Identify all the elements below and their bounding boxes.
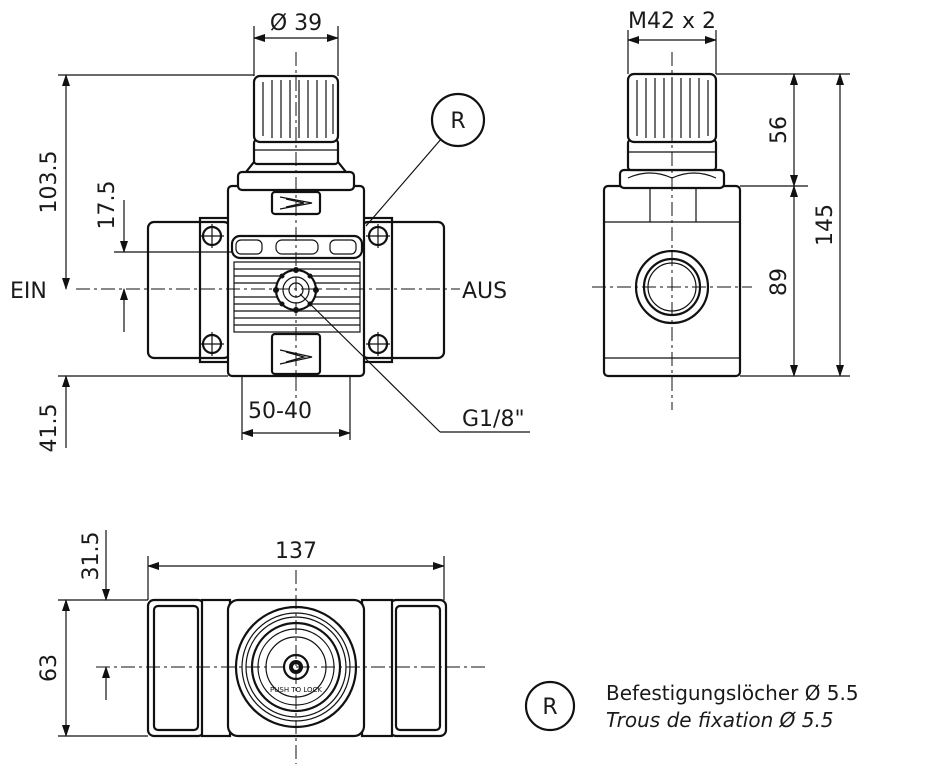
dim-thread: M42 x 2 xyxy=(628,9,716,34)
legend: R Befestigungslöcher Ø 5.5 Trous de fixa… xyxy=(524,680,859,732)
label-outlet: AUS xyxy=(462,279,507,304)
dim-knob-height: 56 xyxy=(767,116,792,144)
dim-knob-diameter: Ø 39 xyxy=(270,11,322,36)
dim-gauge-width: 50-40 xyxy=(248,399,312,424)
front-view: Ø 39 103.5 17.5 41.5 50-40 EIN AUS G1/8"… xyxy=(10,11,530,452)
label-gauge-port: G1/8" xyxy=(462,407,525,432)
dim-total-height: 145 xyxy=(813,204,838,246)
legend-line-german: Befestigungslöcher Ø 5.5 xyxy=(606,681,859,705)
legend-line-french: Trous de fixation Ø 5.5 xyxy=(606,708,834,732)
legend-marker-circle xyxy=(524,680,576,732)
dim-width: 63 xyxy=(37,654,62,682)
callout-r-text: R xyxy=(450,109,465,134)
dim-height-103: 103.5 xyxy=(37,151,62,214)
dim-length: 137 xyxy=(275,539,317,564)
side-view: M42 x 2 56 89 145 xyxy=(592,9,850,410)
legend-marker: R xyxy=(542,695,557,720)
callout-r-circle xyxy=(430,92,486,148)
dim-offset: 31.5 xyxy=(79,532,104,581)
dim-port-offset: 17.5 xyxy=(95,181,120,230)
dim-body-height: 89 xyxy=(767,268,792,296)
bottom-right-port xyxy=(388,598,448,738)
dim-bottom-offset: 41.5 xyxy=(37,404,62,453)
mounting-holes xyxy=(200,224,390,356)
bottom-view: PUSH TO LOCK 137 63 31.5 xyxy=(37,530,488,764)
bottom-left-port xyxy=(146,598,206,738)
label-inlet: EIN xyxy=(10,279,47,304)
